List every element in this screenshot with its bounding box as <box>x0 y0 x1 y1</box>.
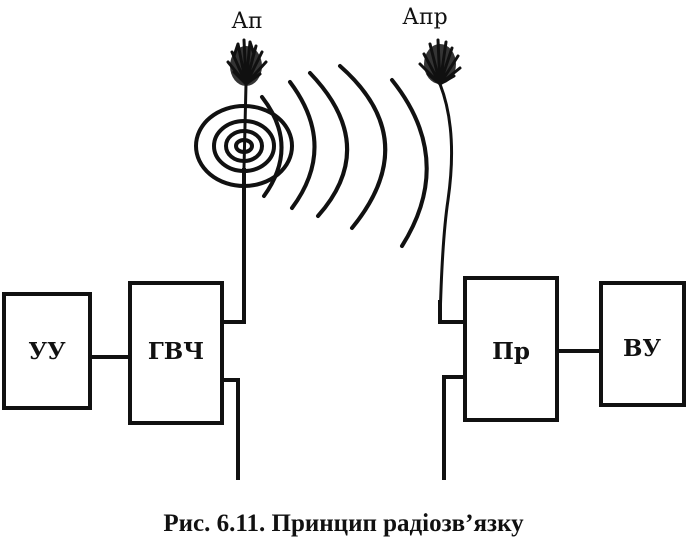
block-hvch: ГВЧ <box>128 281 224 425</box>
transmit-antenna <box>226 38 268 170</box>
receive-antenna-label: Апр <box>402 5 447 30</box>
radio-waves <box>260 64 429 248</box>
block-pr: Пр <box>463 276 559 422</box>
transmit-antenna-label: Ап <box>231 9 262 34</box>
block-vu-label: ВУ <box>623 335 661 362</box>
feeder-transmit-antenna <box>222 168 246 324</box>
block-pr-label: Пр <box>492 338 530 365</box>
feeder-receive-antenna <box>438 300 465 324</box>
block-vu: ВУ <box>599 281 686 407</box>
block-uu: УУ <box>2 292 92 410</box>
block-hvch-label: ГВЧ <box>148 338 204 365</box>
radiation-rings <box>194 104 294 188</box>
figure-caption: Рис. 6.11. Принцип радіозв’язку <box>163 510 524 537</box>
ground-receive <box>442 375 465 480</box>
ground-transmit <box>222 378 240 480</box>
receive-antenna <box>418 38 462 324</box>
block-uu-label: УУ <box>28 338 66 365</box>
